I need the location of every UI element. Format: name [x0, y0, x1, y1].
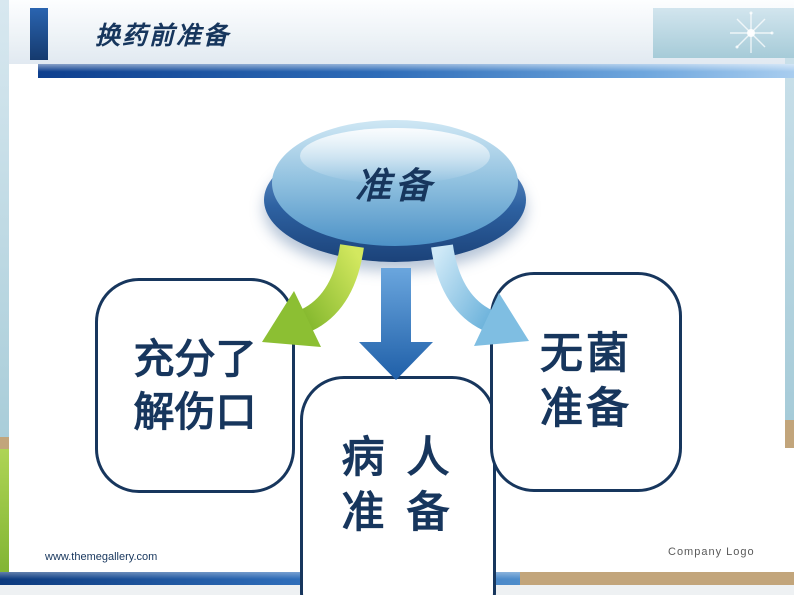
box-understand-wound-line2: 解伤口 — [133, 388, 257, 435]
header-right-decoration — [653, 8, 794, 58]
box-sterile-preparation-line2: 准备 — [540, 385, 632, 433]
right-edge-strip-blue — [785, 58, 794, 420]
oval-label: 准备 — [354, 165, 435, 206]
bottom-bar-tan — [520, 572, 794, 585]
sparkle-icon — [730, 11, 774, 53]
header-accent-bar — [30, 8, 48, 60]
oval-face: 准备 — [272, 120, 518, 246]
left-edge-strip-green — [0, 449, 9, 572]
footer-company-logo: Company Logo — [668, 546, 755, 558]
footer-website: www.themegallery.com — [45, 551, 158, 563]
box-understand-wound: 充分了 解伤口 — [95, 278, 295, 493]
left-edge-strip-tan — [0, 437, 9, 449]
box-patient-preparation-line1: 病 人 — [341, 434, 455, 482]
right-edge-strip-tan — [785, 420, 794, 448]
straight-arrow-down-icon — [359, 268, 433, 380]
box-patient-preparation-line2: 准 备 — [341, 489, 455, 538]
box-sterile-preparation: 无菌 准备 — [490, 272, 682, 492]
left-edge-strip-blue — [0, 0, 9, 437]
box-sterile-preparation-line1: 无菌 — [540, 329, 632, 378]
box-patient-preparation: 病 人 准 备 — [300, 376, 496, 595]
box-understand-wound-line1: 充分了 — [133, 336, 257, 383]
slide-title: 换药前准备 — [95, 22, 231, 50]
header-divider-bar — [38, 64, 794, 78]
oval-preparation: 准备 — [264, 120, 526, 264]
